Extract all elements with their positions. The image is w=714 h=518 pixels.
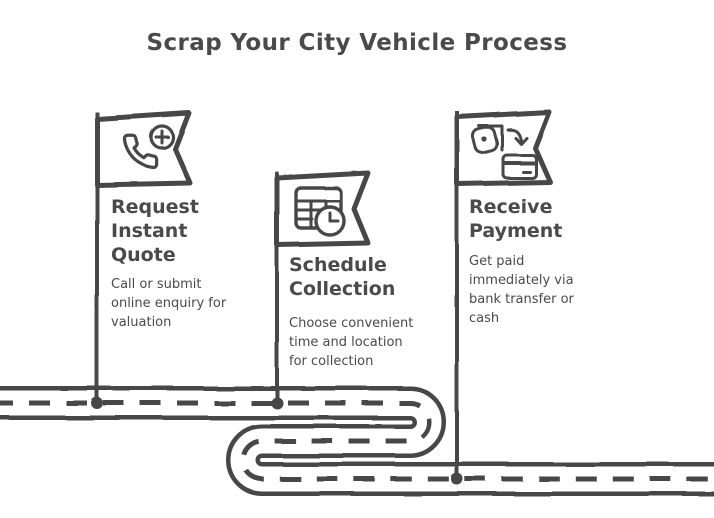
step-request-quote: Request Instant Quote Call or submit onl… (111, 195, 237, 332)
step-heading: Request Instant Quote (111, 196, 199, 266)
plus-glyph (154, 129, 170, 145)
calendar-clock-icon (294, 186, 346, 237)
pole-dot-1 (91, 397, 103, 409)
transfer-arrowhead (514, 136, 528, 146)
payment-transfer-icon (471, 124, 538, 180)
road-center-dashes (0, 400, 714, 482)
phone-handset (122, 133, 159, 170)
bank-card (501, 153, 538, 180)
money-dot (481, 136, 487, 142)
step-receive-payment: Receive Payment Get paid immediately via… (469, 195, 595, 328)
step-heading: Receive Payment (469, 196, 563, 242)
flag-1 (94, 110, 193, 188)
clock-hands (328, 211, 340, 223)
pole-dots (91, 397, 463, 485)
step-description: Choose convenient time and location for … (289, 316, 414, 369)
step-description: Call or submit online enquiry for valuat… (111, 277, 227, 330)
step-heading: Schedule Collection (289, 254, 396, 300)
pole-dot-2 (271, 397, 283, 409)
transfer-arrow (506, 128, 523, 143)
phone-add-icon (122, 124, 175, 170)
pole-dot-3 (451, 473, 463, 485)
step-description: Get paid immediately via bank transfer o… (469, 254, 574, 326)
road (0, 386, 714, 496)
page-title: Scrap Your City Vehicle Process (146, 30, 568, 56)
step-schedule-collection: Schedule Collection Choose convenient ti… (289, 253, 415, 371)
